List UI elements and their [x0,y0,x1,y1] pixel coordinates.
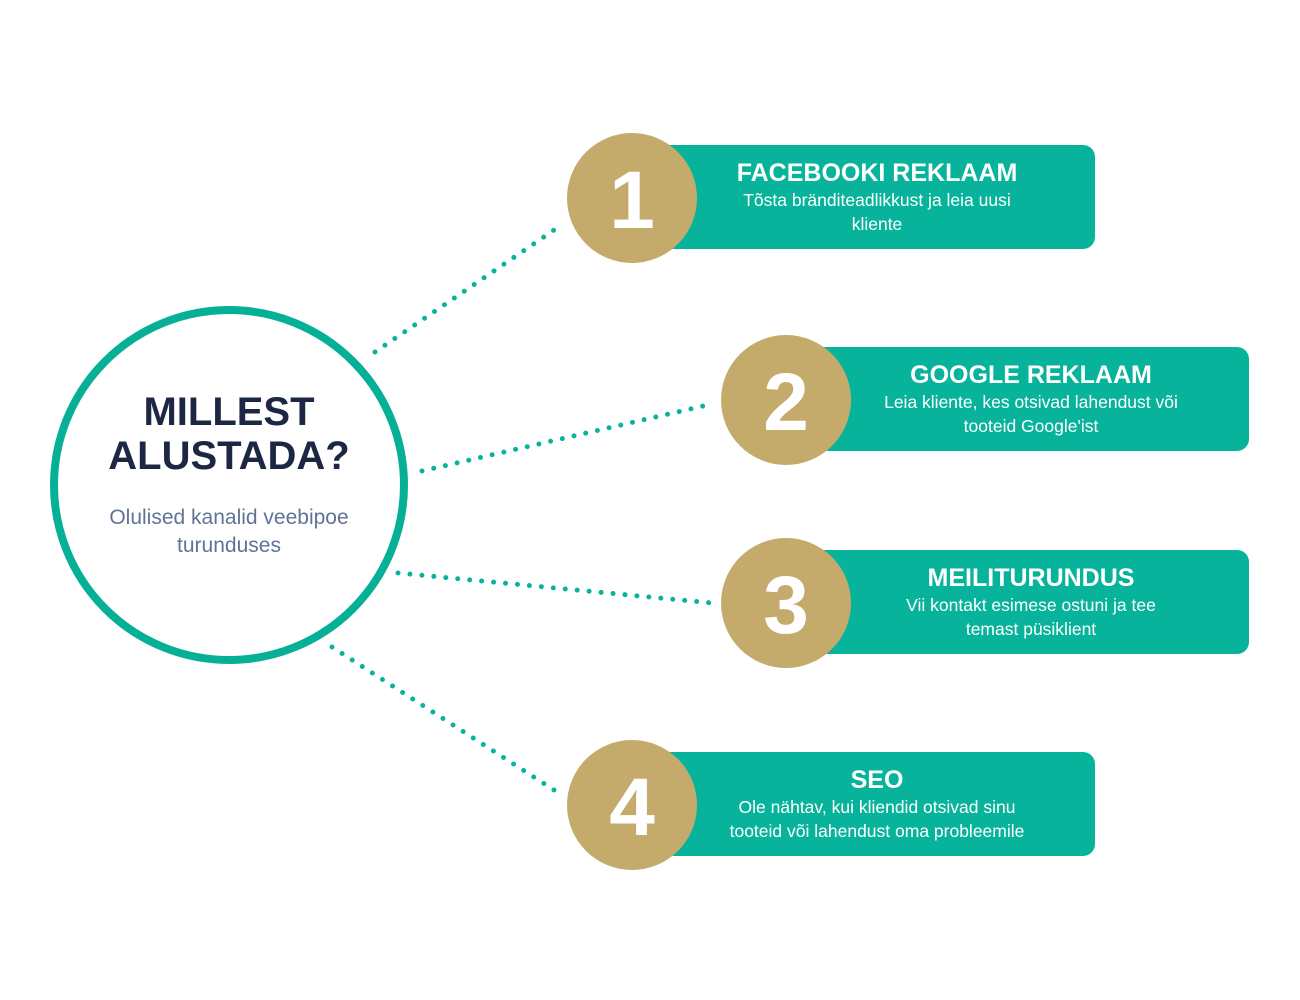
connector-3 [395,570,715,606]
badge-number: 4 [609,762,655,853]
channel-bar: FACEBOOKI REKLAAM Tõsta brändi­teadlikku… [627,145,1095,249]
hub-circle: MILLEST ALUSTADA? Olulised kanalid veebi… [50,306,408,664]
channel-description: Ole nähtav, kui kliendid otsivad sinu to… [729,797,1025,841]
badge-number: 3 [763,560,809,651]
badge-number: 1 [609,155,655,246]
number-badge: 4 [567,740,697,870]
connector-2 [419,401,715,474]
number-badge: 3 [721,538,851,668]
hub-subtitle: Olulised kanalid veebipoe turunduses [109,506,349,557]
connector-1 [372,223,563,355]
channel-description: Tõsta brändi­teadlikkust ja leia uusi kl… [743,190,1011,234]
number-badge: 2 [721,335,851,465]
channel-title: SEO [850,766,904,794]
channel-seo: SEO Ole nähtav, kui kliendid otsivad sin… [567,740,1097,870]
channel-bar: GOOGLE REKLAAM Leia kliente, kes otsivad… [781,347,1249,451]
number-badge: 1 [567,133,697,263]
channel-description: Vii kontakt esimese ostuni ja tee temast… [906,595,1156,639]
channel-bar: SEO Ole nähtav, kui kliendid otsivad sin… [627,752,1095,856]
connector-4 [329,644,560,795]
channel-bar: MEILITURUNDUS Vii kontakt esimese ostuni… [781,550,1249,654]
channel-google: GOOGLE REKLAAM Leia kliente, kes otsivad… [721,335,1251,465]
channel-title: FACEBOOKI REKLAAM [736,159,1018,187]
channel-title: GOOGLE REKLAAM [910,361,1152,389]
channel-facebook: FACEBOOKI REKLAAM Tõsta brändi­teadlikku… [567,133,1097,263]
channel-title: MEILITURUNDUS [927,564,1135,592]
hub-title: MILLEST ALUSTADA? [108,390,350,478]
channel-email: MEILITURUNDUS Vii kontakt esimese ostuni… [721,538,1251,668]
badge-number: 2 [763,357,809,448]
channel-description: Leia kliente, kes otsivad lahendust või … [884,392,1178,436]
